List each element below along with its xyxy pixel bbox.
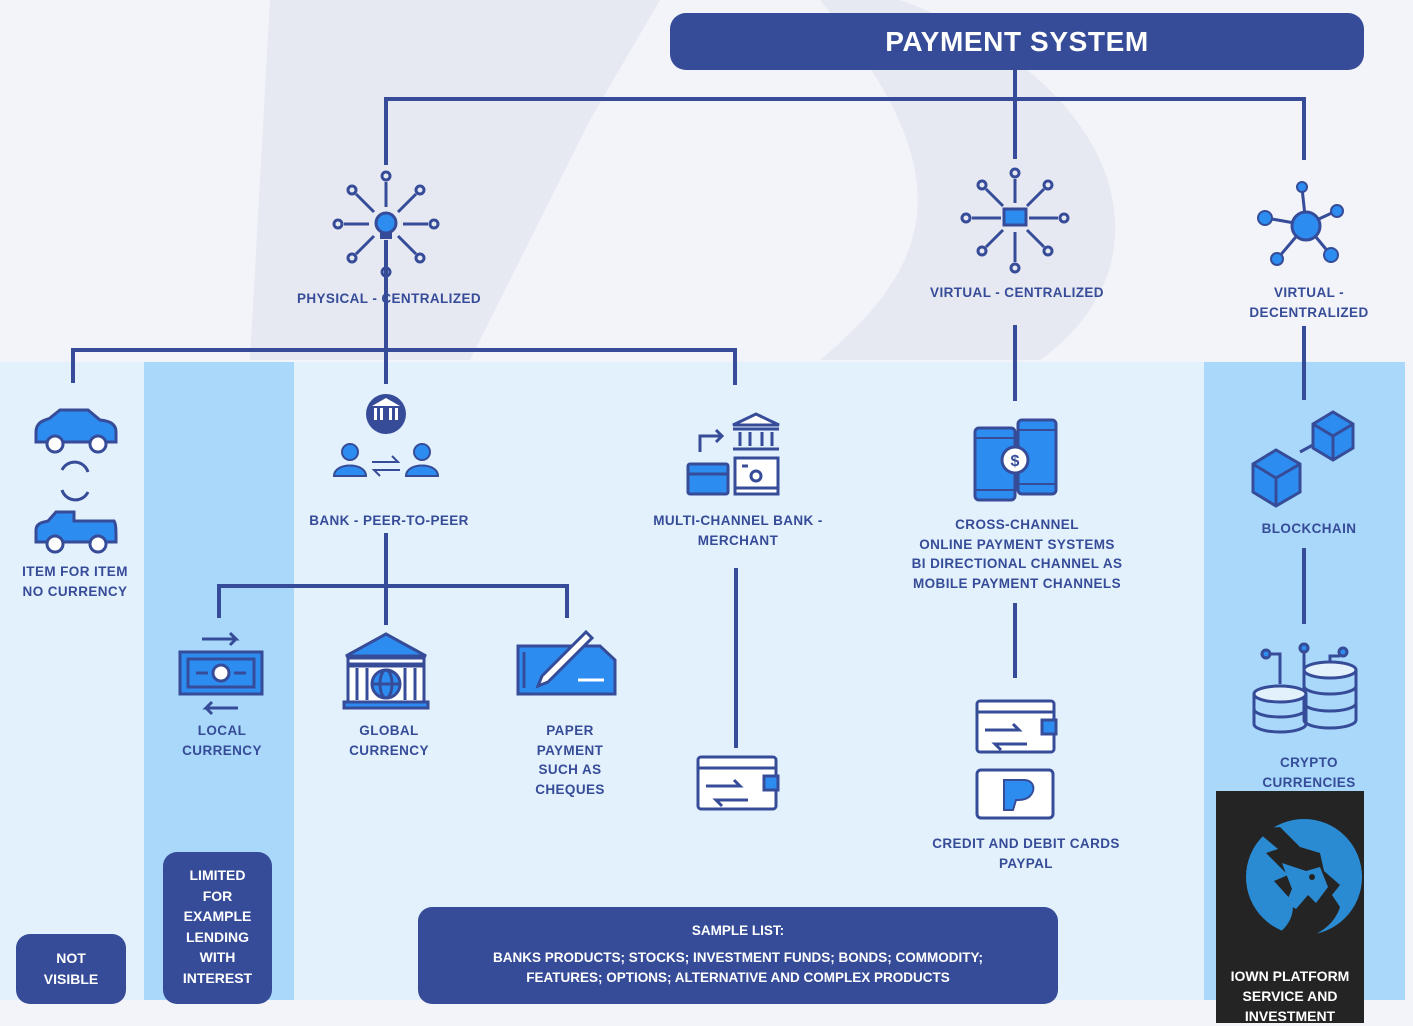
node-credit-debit-paypal: CREDIT AND DEBIT CARDS PAYPAL [932,836,1120,871]
bank-peer-icon [332,394,440,477]
sample-list-body: BANKS PRODUCTS; STOCKS; INVESTMENT FUNDS… [493,950,983,985]
node-paper-payment: PAPER PAYMENT SUCH AS CHEQUES [535,723,605,797]
sample-list-title: SAMPLE LIST: [691,923,785,938]
global-bank-icon [342,632,430,710]
iown-logo-icon [1246,819,1362,940]
note-not-visible: NOT VISIBLE [16,934,126,1004]
note-limited-lending: LIMITED FOR EXAMPLE LENDING WITH INTERES… [163,852,272,1004]
node-multi-channel-bank-merchant: MULTI-CHANNEL BANK - MERCHANT [653,513,823,548]
sample-list-box: SAMPLE LIST: BANKS PRODUCTS; STOCKS; INV… [418,907,1058,1004]
crypto-coins-icon [1252,642,1358,734]
node-cross-channel: CROSS-CHANNEL ONLINE PAYMENT SYSTEMS BI … [911,517,1123,591]
phones-exchange-icon: $ [973,418,1058,502]
category-virtual-decentralized: VIRTUAL - DECENTRALIZED [1249,285,1369,320]
background-decoration [250,0,1116,360]
cheque-pen-icon [516,629,617,696]
iown-platform-label: IOWN PLATFORM SERVICE AND INVESTMENT [1230,968,1350,1024]
category-physical-centralized: PHYSICAL - CENTRALIZED [296,291,482,306]
cash-transfer-icon [178,631,264,716]
paypal-icon [975,768,1055,820]
bank-merchant-icon [686,412,780,496]
svg-text:$: $ [1011,453,1020,470]
diagram-title: PAYMENT SYSTEM [670,13,1364,70]
car-swap-icon [34,408,118,554]
node-local-currency: LOCAL CURRENCY [182,723,262,758]
blockchain-cube-icon [1251,410,1355,508]
node-blockchain: BLOCKCHAIN [1261,521,1357,536]
network-hub-monitor-icon [960,167,1070,274]
node-global-currency: GLOBAL CURRENCY [349,723,429,758]
network-hub-person-icon [332,170,440,278]
wallet-card-icon [975,699,1058,754]
node-item-for-item: ITEM FOR ITEM NO CURRENCY [22,564,128,599]
decentralized-node-icon [1257,181,1344,266]
iown-platform-box: IOWN PLATFORM SERVICE AND INVESTMENT [1216,791,1364,1024]
category-virtual-centralized: VIRTUAL - CENTRALIZED [930,285,1104,300]
node-bank-peer-to-peer: BANK - PEER-TO-PEER [309,513,469,528]
node-crypto-currencies: CRYPTO CURRENCIES [1262,755,1356,790]
wallet-card-icon [696,755,780,811]
